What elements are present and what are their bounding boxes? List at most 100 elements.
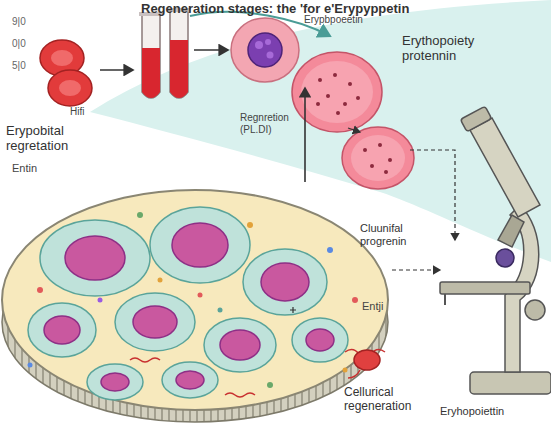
dish-dots-part — [218, 308, 223, 313]
text-label: 0|0 — [12, 38, 26, 50]
text-label: 5|0 — [12, 60, 26, 72]
dish-cells-part — [44, 316, 80, 344]
dish-dots-part — [198, 293, 203, 298]
dish-cells-part — [220, 330, 260, 360]
dish-cells-part — [292, 318, 348, 362]
arrow-part — [392, 269, 440, 270]
test-tubes-part — [170, 10, 188, 98]
microscope-part — [444, 294, 446, 305]
large-cell-part — [255, 41, 263, 49]
large-cell-part — [231, 18, 299, 82]
microscope — [440, 106, 551, 394]
dish-cells-part — [133, 306, 177, 338]
dish-dots-part — [28, 363, 33, 368]
dish-dots-part — [290, 307, 296, 313]
pink-cell-part — [370, 164, 374, 168]
test-tubes-part — [142, 14, 160, 98]
pink-cell-part — [348, 82, 352, 86]
pink-cell-part — [316, 102, 320, 106]
pink-cell-part — [301, 61, 373, 123]
text-label: Erythopoiety protennin — [402, 34, 522, 64]
large-cell-part — [267, 52, 274, 59]
dish-cells — [28, 207, 348, 400]
microscope-part — [460, 106, 491, 132]
pink-cell-part — [378, 143, 382, 147]
dish-dots-part — [130, 358, 160, 362]
test-tubes — [139, 8, 191, 98]
dish-dots-part — [343, 368, 348, 373]
dish-cells-part — [115, 293, 195, 351]
arrow-part — [194, 49, 228, 51]
large-cell — [231, 18, 299, 82]
petri-dish-part — [2, 190, 388, 410]
test-tubes-part — [170, 40, 188, 98]
dish-dots-part — [158, 278, 163, 283]
microscope-part — [496, 249, 514, 267]
text-label: Entin — [12, 162, 37, 175]
pink-cell-part — [326, 94, 330, 98]
text-label: Erypbpoeetin — [304, 14, 363, 26]
pink-cell-part — [333, 73, 337, 77]
arrow — [100, 70, 133, 71]
arrow — [305, 88, 455, 240]
pink-cell-part — [384, 170, 388, 174]
dish-dots-part — [137, 212, 143, 218]
diagram-title: Regeneration stages: the 'for e'Erypyppe… — [141, 1, 409, 16]
red-blood-cells-part — [51, 50, 73, 66]
pink-cell-part — [388, 158, 392, 162]
dish-cells-part — [28, 303, 96, 357]
dish-cells-part — [172, 223, 228, 267]
pink-cell-part — [318, 78, 322, 82]
red-cell-part — [354, 350, 380, 370]
text-label: Erypobital regretation — [6, 124, 92, 154]
pink-cell-part — [336, 111, 340, 115]
arrow-part — [410, 150, 455, 240]
dish-cells-part — [150, 207, 250, 283]
arrow-part — [348, 128, 360, 132]
dish-dots-part — [247, 222, 253, 228]
text-label: 9|0 — [12, 16, 26, 28]
dish-dots-part — [98, 298, 103, 303]
dish-cells-part — [40, 220, 150, 296]
dish-cells-part — [176, 371, 204, 389]
dish-cells-part — [243, 249, 327, 315]
red-blood-cells — [40, 40, 92, 106]
large-cell-part — [248, 33, 282, 67]
pink-cell-part — [343, 102, 347, 106]
petri-dish — [2, 190, 388, 422]
arrow-part — [304, 88, 306, 182]
red-blood-cells-part — [59, 80, 81, 96]
pink-cell-part — [351, 135, 405, 181]
text-label: Cluunifal progrenin — [360, 222, 440, 247]
text-label: Regnretion (PL.DI) — [240, 112, 300, 135]
dish-dots-part — [352, 297, 358, 303]
dish-dots — [28, 212, 359, 397]
microscope-part — [498, 215, 524, 247]
arrow — [392, 270, 440, 271]
text-label: Eryhopoiettin — [440, 405, 504, 418]
pink-cell-part — [342, 127, 414, 189]
dish-cells-part — [204, 318, 276, 372]
pink-cell-part — [356, 96, 360, 100]
dish-cells-part — [162, 362, 218, 398]
pink-cell-part — [363, 148, 367, 152]
red-cell-part — [348, 370, 360, 378]
test-tubes-part — [142, 48, 160, 98]
dish-cells-part — [261, 263, 309, 301]
dish-cells-part — [101, 373, 129, 391]
microscope-part — [525, 300, 545, 320]
dish-cells-part — [87, 364, 143, 400]
microscope-part — [470, 372, 551, 394]
arrow-part — [100, 69, 133, 71]
red-cell — [345, 349, 385, 378]
dish-dots-part — [225, 393, 255, 397]
dish-cells-part — [306, 329, 334, 351]
microscope-part — [470, 118, 540, 217]
dish-dots-part — [37, 287, 43, 293]
text-label: Hifi — [70, 106, 84, 118]
dish-dots-part — [327, 247, 333, 253]
dish-cells-part — [65, 236, 125, 280]
